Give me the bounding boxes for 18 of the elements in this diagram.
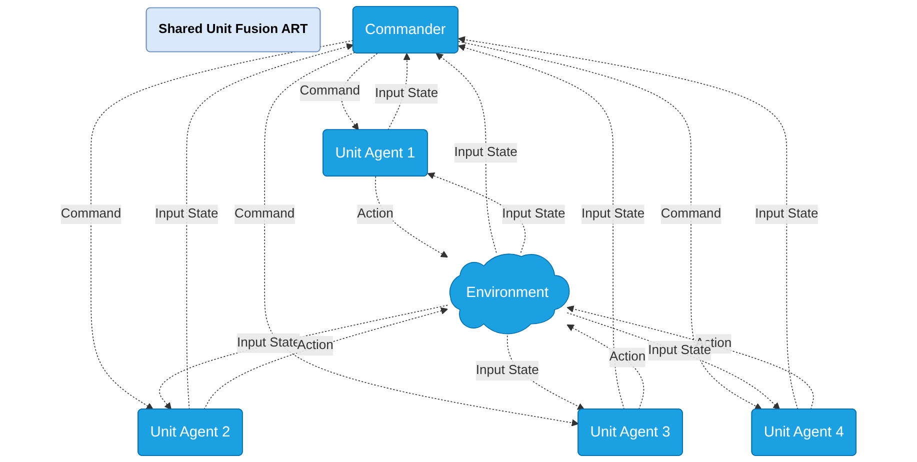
edge-label: Input State	[582, 207, 645, 221]
edge-label: Input State	[502, 207, 566, 221]
arrow	[186, 43, 354, 410]
edge-label: Command	[234, 207, 295, 221]
edge-label: Input State	[454, 146, 518, 160]
edge-label: Input State	[155, 207, 218, 221]
edge-label: Command	[300, 84, 360, 98]
arrow	[159, 304, 448, 410]
arrow	[90, 40, 354, 410]
edge-label: Command	[660, 207, 722, 221]
edge-label: Input State	[374, 86, 438, 100]
edge-label: Action	[357, 207, 394, 221]
arrow	[204, 307, 448, 410]
edge-label: Command	[60, 207, 122, 221]
edge-label: Input State	[755, 207, 818, 221]
edge-label: Action	[609, 350, 646, 364]
edge-label: Input State	[476, 363, 539, 378]
arrow	[436, 53, 497, 254]
